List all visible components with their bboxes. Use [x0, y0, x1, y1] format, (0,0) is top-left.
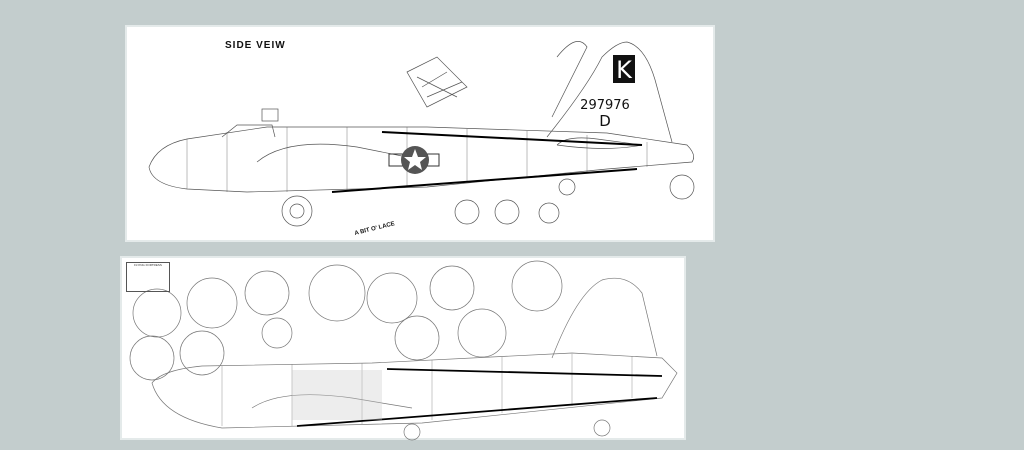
title-block-text: FLYING FORTRESS [134, 263, 162, 267]
side-view-plan-sheet: K 297976 D A BIT O' LACE SIDE VEIW [125, 25, 715, 242]
tail-letter: K [616, 56, 633, 84]
parts-drawing [129, 260, 678, 441]
parts-plan-sheet: FLYING FORTRESS [120, 256, 686, 441]
nose-art-label: A BIT O' LACE [354, 221, 395, 237]
side-view-drawing: K 297976 D A BIT O' LACE [148, 41, 695, 237]
tail-serial: 297976 [580, 98, 630, 113]
unit-letter: D [599, 112, 611, 130]
sheet-title: SIDE VEIW [225, 40, 286, 51]
title-block: FLYING FORTRESS [126, 262, 170, 292]
